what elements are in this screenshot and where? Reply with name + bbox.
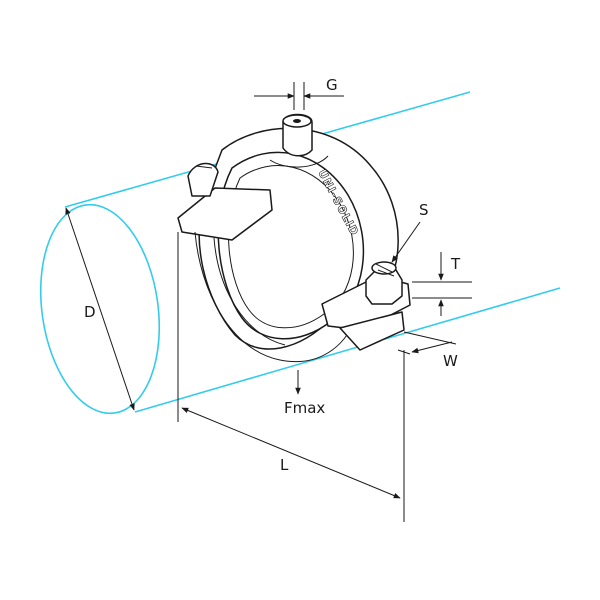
lower-flange xyxy=(339,311,405,351)
pipe-bottom-edge xyxy=(134,287,561,413)
rear-screw-slot xyxy=(195,165,213,169)
w-label: W xyxy=(443,352,458,370)
d-arrow xyxy=(65,207,135,411)
band-lower-arc-inner xyxy=(213,237,286,346)
s-label: S xyxy=(419,201,429,219)
l-label: L xyxy=(280,456,289,474)
s-leader xyxy=(391,221,421,263)
dimension-s: S xyxy=(391,201,429,263)
d-label: D xyxy=(84,303,96,321)
dimension-l: L xyxy=(177,232,405,522)
load-fmax: Fmax xyxy=(284,370,325,417)
w-ext-top xyxy=(403,331,457,345)
dimension-d: D xyxy=(65,207,135,411)
dimension-w: W xyxy=(397,331,458,370)
l-arrow xyxy=(181,407,401,499)
band-lower-arc xyxy=(194,231,356,362)
g-label: G xyxy=(326,76,338,94)
hex-nut xyxy=(365,269,403,305)
dimension-g: G xyxy=(254,76,344,110)
boss-base-curve xyxy=(269,155,329,168)
clamp: UNI-SOLID xyxy=(177,113,411,362)
dimension-t: T xyxy=(412,252,472,316)
t-label: T xyxy=(450,255,461,273)
bolt-thread-1 xyxy=(375,263,393,273)
bolt-thread-2 xyxy=(377,269,395,277)
rear-flange xyxy=(177,187,273,241)
top-boss-hole xyxy=(293,119,301,123)
w-arrow xyxy=(411,341,453,354)
fmax-label: Fmax xyxy=(284,399,325,417)
rear-screw-head xyxy=(187,162,219,197)
